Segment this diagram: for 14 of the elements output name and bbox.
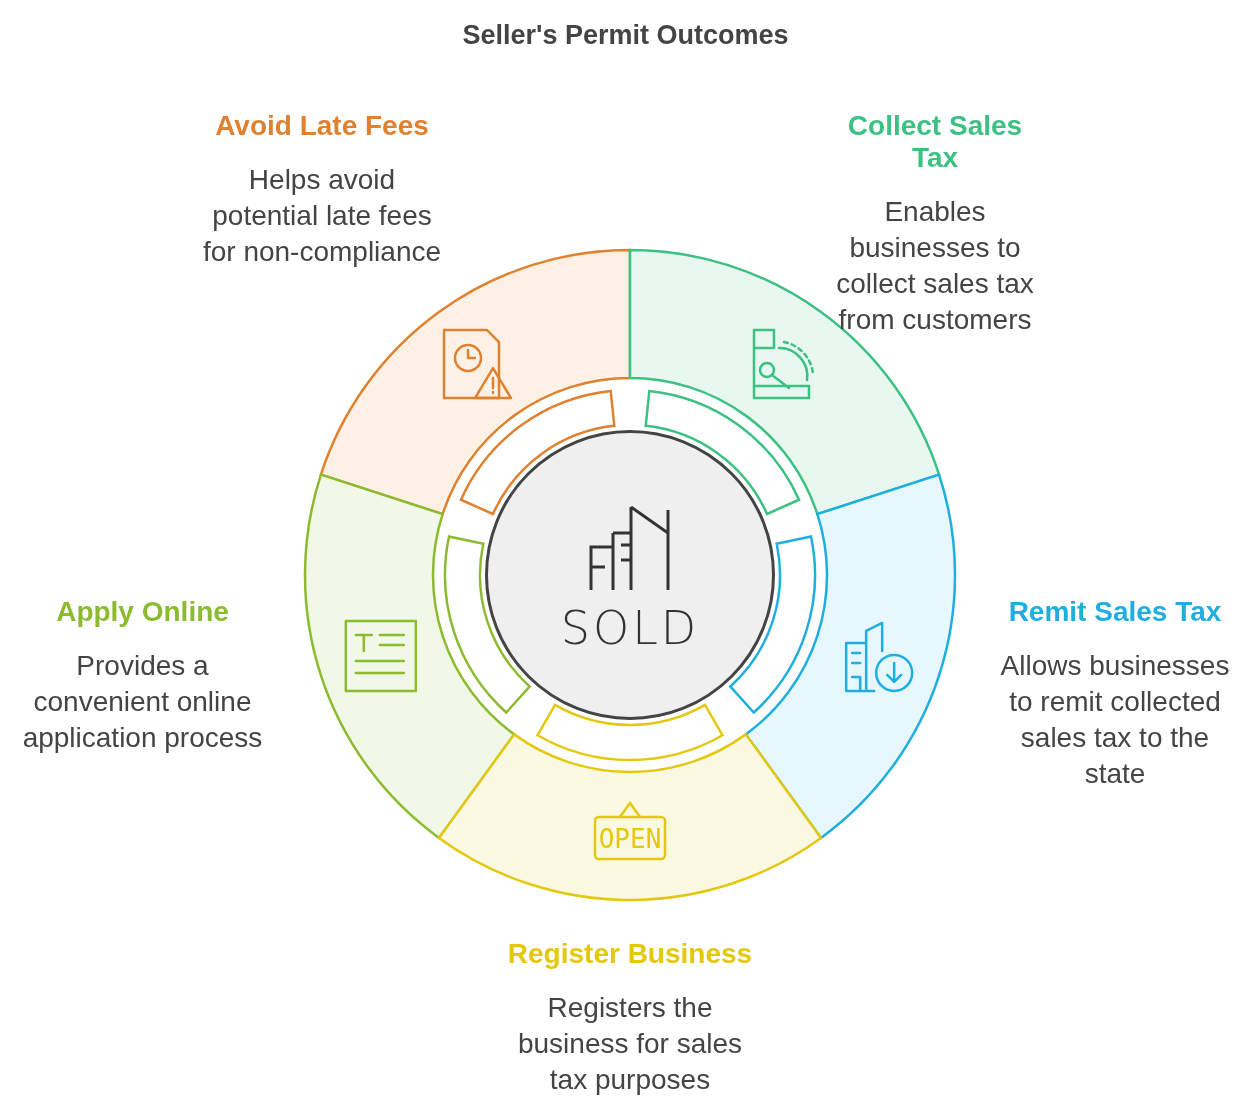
segment-description: Helps avoid potential late fees for non-compliance: [202, 163, 442, 269]
segment-description: Allows businesses to remit collected sales tax to the state: [1000, 649, 1230, 791]
sign-text: OPEN: [598, 824, 662, 854]
segment-description: Registers the business for sales tax purposes: [516, 991, 744, 1097]
segment-description: Provides a convenient online application process: [21, 649, 264, 755]
diagram-title: Seller's Permit Outcomes: [461, 20, 790, 51]
segment-heading: Avoid Late Fees: [214, 110, 430, 142]
segment-heading: Remit Sales Tax: [1007, 596, 1223, 628]
segment-heading: Collect Sales Tax: [846, 110, 1024, 174]
segment-heading: Register Business: [506, 938, 754, 970]
sign-text: SOLD: [559, 601, 701, 655]
segment-description: Enables businesses to collect sales tax from customers: [835, 195, 1035, 337]
segment-heading: Apply Online: [55, 596, 230, 628]
center-circle: [485, 430, 775, 720]
